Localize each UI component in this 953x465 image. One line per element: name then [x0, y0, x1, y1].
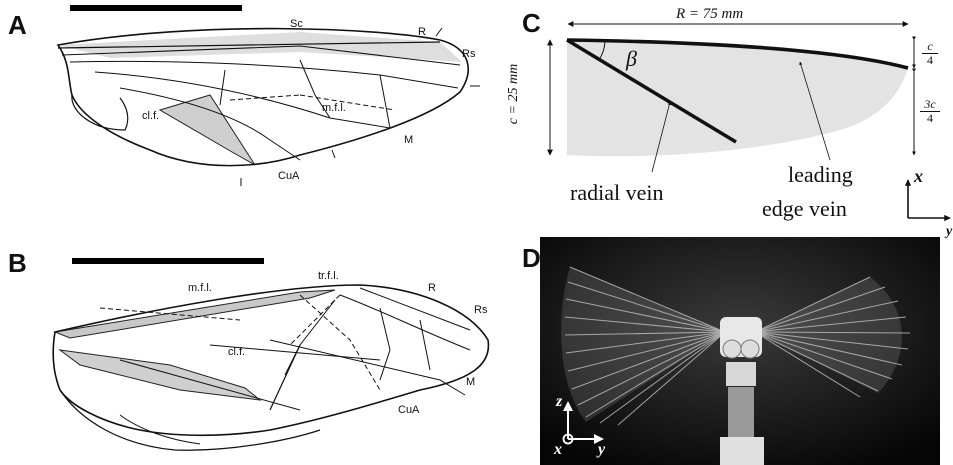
panel-b-label-r: R	[428, 282, 436, 294]
panel-a-stippled-region	[160, 95, 255, 165]
panel-c-span-label: R = 75 mm	[676, 6, 743, 23]
panel-a-label-r: R	[418, 26, 426, 38]
panel-a-label-sc: Sc	[290, 18, 303, 30]
panel-d-axis-y: y	[598, 441, 605, 459]
panel-c: C R = 75 mm c = 25 mm β	[510, 0, 953, 232]
panel-b-label-rs: Rs	[474, 304, 487, 316]
panel-c-leading-edge-label-1: leading	[788, 162, 853, 188]
panel-d-label: D	[522, 243, 541, 274]
panel-c-leading-edge-label-2: edge vein	[762, 196, 847, 222]
panel-c-quarter-fraction: c 4	[922, 40, 938, 67]
panel-d-axis-x: x	[554, 441, 562, 459]
panel-b-label-clf: cl.f.	[228, 346, 245, 358]
panel-c-radial-vein-label: radial vein	[570, 180, 663, 206]
panel-b-label-m: M	[466, 376, 475, 388]
panel-d-axis-z: z	[556, 393, 562, 411]
panel-a-label-cua: CuA	[278, 170, 299, 182]
panel-c-axis-x: x	[914, 166, 923, 187]
panel-c-angle-label: β	[626, 46, 637, 72]
panel-b-scale-bar	[72, 258, 264, 264]
panel-a: A Sc R Rs M CuA m.f.l. cl.f.	[0, 0, 500, 230]
panel-c-chord-label: c = 25 mm	[506, 64, 522, 124]
panel-b-label-cua: CuA	[398, 404, 419, 416]
panel-a-label-m: M	[404, 134, 413, 146]
panel-a-label-mfl: m.f.l.	[322, 102, 346, 114]
panel-b-label-trfl: tr.f.l.	[318, 270, 339, 282]
panel-d: D	[510, 237, 953, 465]
panel-c-threequarter-fraction: 3c 4	[920, 98, 940, 125]
panel-b-label-mfl: m.f.l.	[188, 282, 212, 294]
panel-a-label-clf: cl.f.	[142, 110, 159, 122]
panel-b-wing-drawing	[0, 240, 500, 465]
panel-a-scale-bar	[70, 5, 242, 11]
panel-a-label-rs: Rs	[462, 48, 475, 60]
panel-b: B m.f.l. tr.f.l. R Rs M CuA cl.f.	[0, 240, 500, 465]
